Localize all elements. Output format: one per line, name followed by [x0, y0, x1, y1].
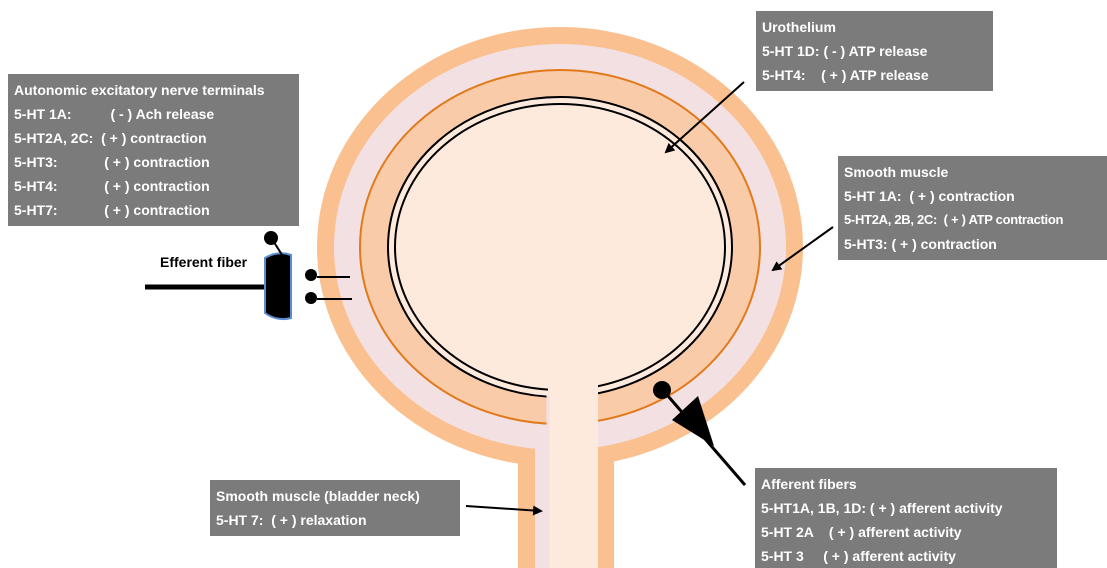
- autonomic-line: 5-HT 1A: ( - ) Ach release: [14, 102, 293, 126]
- afferent-line: 5-HT 3 ( + ) afferent activity: [761, 544, 1051, 568]
- urothelium-box: Urothelium 5-HT 1D: ( - ) ATP release 5-…: [756, 11, 993, 91]
- efferent-fiber-label: Efferent fiber: [160, 254, 247, 270]
- afferent-line: 5-HT 2A ( + ) afferent activity: [761, 520, 1051, 544]
- urothelium-inner-line: [395, 104, 725, 390]
- smooth-muscle-line: 5-HT 1A: ( + ) contraction: [844, 184, 1101, 208]
- smooth-muscle-title: Smooth muscle: [844, 160, 1101, 184]
- autonomic-line: 5-HT7: ( + ) contraction: [14, 198, 293, 222]
- smooth-muscle-line: 5-HT3: ( + ) contraction: [844, 232, 1101, 256]
- bladder-neck-line: 5-HT 7: ( + ) relaxation: [216, 508, 454, 532]
- bladder-neck-box: Smooth muscle (bladder neck) 5-HT 7: ( +…: [210, 480, 460, 536]
- transmitter-dot-upper: [305, 269, 317, 281]
- autonomic-title: Autonomic excitatory nerve terminals: [14, 78, 293, 102]
- bladder-neck-title: Smooth muscle (bladder neck): [216, 484, 454, 508]
- urothelium-title: Urothelium: [762, 15, 987, 39]
- smooth-muscle-box: Smooth muscle 5-HT 1A: ( + ) contraction…: [838, 156, 1107, 260]
- urothelium-line: 5-HT4: ( + ) ATP release: [762, 63, 987, 87]
- autonomic-line: 5-HT4: ( + ) contraction: [14, 174, 293, 198]
- urothelium-line: 5-HT 1D: ( - ) ATP release: [762, 39, 987, 63]
- efferent-terminal: [265, 253, 291, 319]
- afferent-fibers-box: Afferent fibers 5-HT1A, 1B, 1D: ( + ) af…: [755, 468, 1057, 568]
- autonomic-terminals-box: Autonomic excitatory nerve terminals 5-H…: [8, 74, 299, 226]
- afferent-title: Afferent fibers: [761, 472, 1051, 496]
- transmitter-dot-lower: [305, 292, 317, 304]
- autonomic-line: 5-HT3: ( + ) contraction: [14, 150, 293, 174]
- bladder-neck-opening-lumen: [548, 385, 598, 485]
- efferent-vesicle-top: [264, 231, 278, 245]
- afferent-line: 5-HT1A, 1B, 1D: ( + ) afferent activity: [761, 496, 1051, 520]
- smooth-muscle-line: 5-HT2A, 2B, 2C: ( + ) ATP contraction: [844, 208, 1101, 232]
- autonomic-line: 5-HT2A, 2C: ( + ) contraction: [14, 126, 293, 150]
